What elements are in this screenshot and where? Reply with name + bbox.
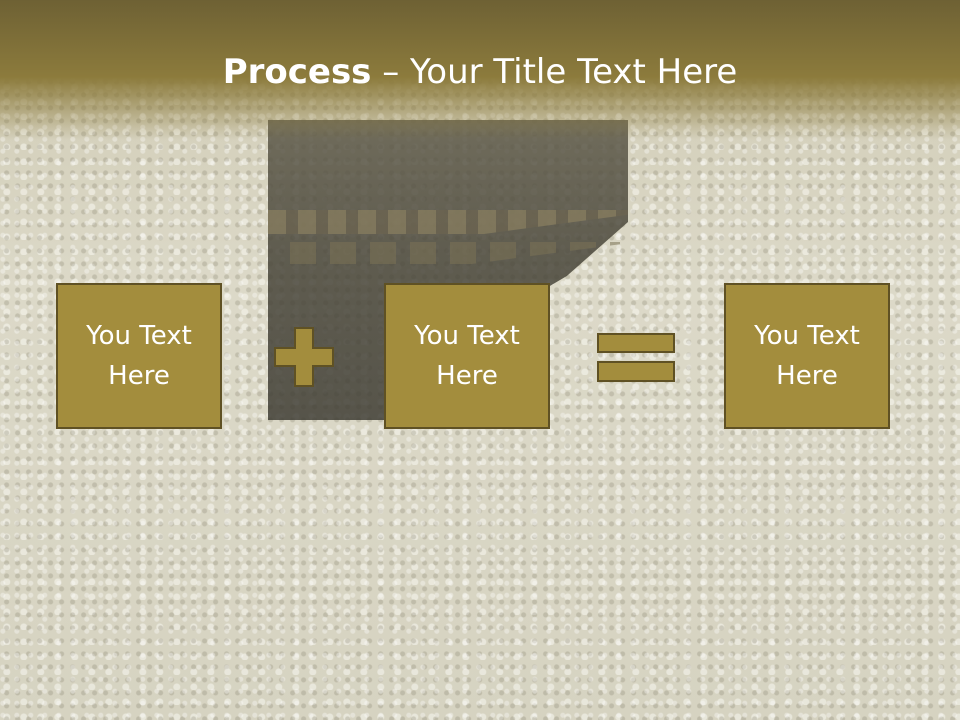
slide-title[interactable]: Process – Your Title Text Here (0, 52, 960, 100)
process-box-3[interactable]: You Text Here (724, 283, 890, 429)
process-box-1-label: You Text Here (86, 321, 192, 391)
equals-icon (597, 333, 675, 382)
plus-icon (274, 327, 334, 387)
title-bold: Process (222, 52, 372, 92)
process-box-2[interactable]: You Text Here (384, 283, 550, 429)
process-box-3-label: You Text Here (754, 321, 860, 391)
process-box-1[interactable]: You Text Here (56, 283, 222, 429)
process-box-2-label: You Text Here (414, 321, 520, 391)
title-rest: – Your Title Text Here (371, 52, 738, 92)
title-bar (0, 0, 960, 140)
